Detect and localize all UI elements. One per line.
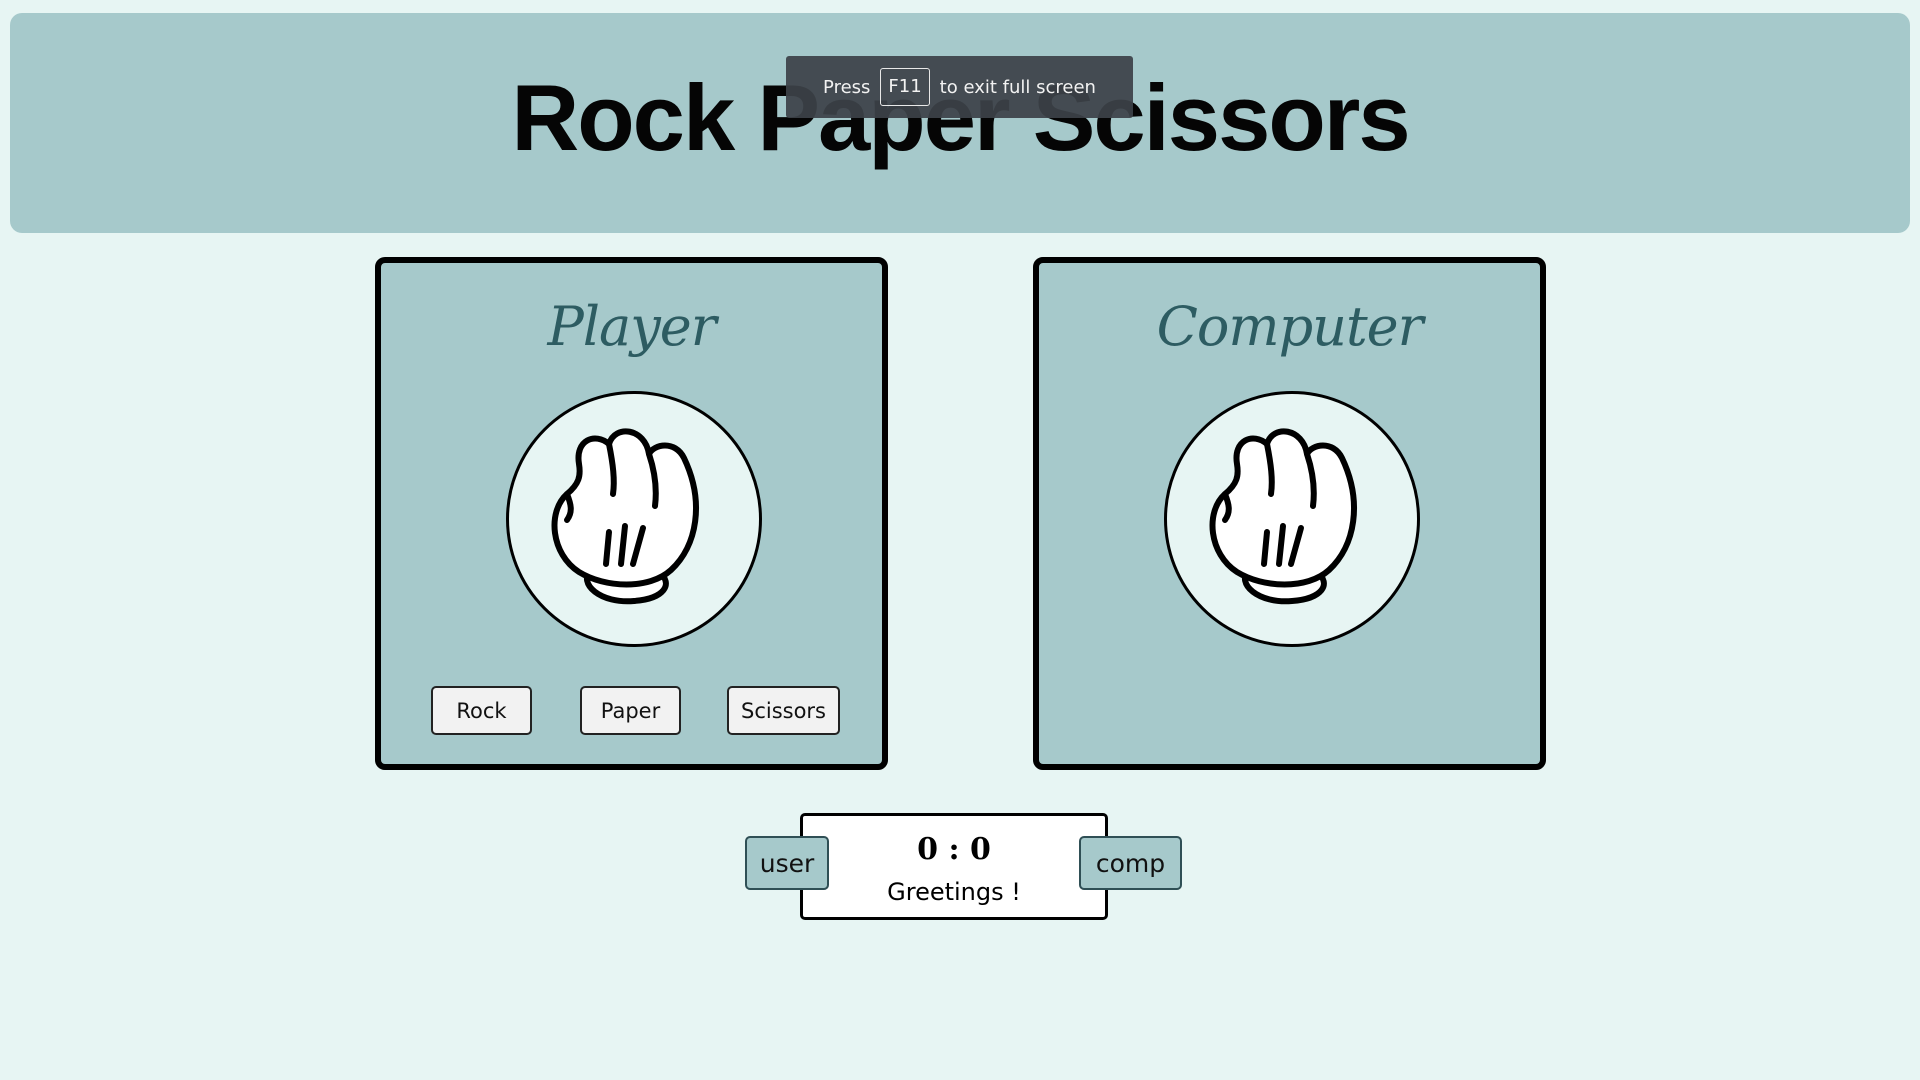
paper-button[interactable]: Paper — [580, 686, 681, 735]
fullscreen-key-badge: F11 — [880, 68, 930, 106]
fullscreen-notice: Press F11 to exit full screen — [786, 56, 1133, 118]
score-value: 0 : 0 — [917, 832, 991, 867]
computer-title: Computer — [1156, 295, 1424, 358]
header-banner: Rock Paper Scissors — [10, 13, 1910, 233]
fist-glove-icon — [551, 428, 699, 605]
rock-button[interactable]: Rock — [431, 686, 532, 735]
comp-score-label: comp — [1079, 836, 1182, 890]
scoreboard: 0 : 0 Greetings ! — [800, 813, 1108, 920]
player-title: Player — [547, 295, 716, 358]
player-panel: Player Rock Paper Scissors — [375, 257, 888, 770]
fullscreen-notice-prefix: Press — [823, 76, 871, 98]
scissors-button[interactable]: Scissors — [727, 686, 840, 735]
score-message: Greetings ! — [887, 878, 1021, 906]
computer-hand-display — [1164, 391, 1420, 647]
fullscreen-notice-suffix: to exit full screen — [939, 76, 1096, 98]
user-score-label: user — [745, 836, 829, 890]
computer-panel: Computer — [1033, 257, 1546, 770]
fist-glove-icon — [1209, 428, 1357, 605]
player-hand-display — [506, 391, 762, 647]
